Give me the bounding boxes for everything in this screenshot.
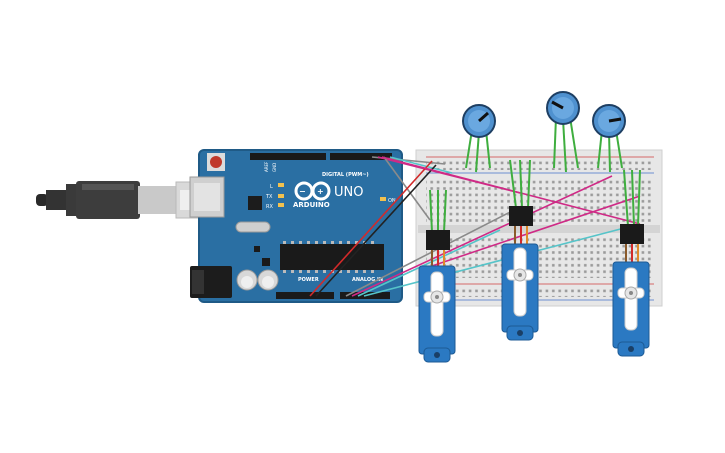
brand-label: ARDUINO: [293, 201, 330, 209]
svg-text:−: −: [299, 187, 306, 196]
servo-1[interactable]: [418, 265, 456, 363]
led-rx-label: RX: [266, 204, 273, 210]
arduino-logo: − +: [294, 181, 331, 201]
led-l-label: L: [270, 184, 273, 190]
servo-connector-1[interactable]: [426, 230, 450, 250]
servo-connector-2[interactable]: [509, 206, 533, 226]
potentiometer-1[interactable]: [462, 104, 496, 173]
knob-indicator: [608, 117, 622, 123]
servo-connector-3[interactable]: [620, 224, 644, 244]
power-header[interactable]: [276, 292, 334, 299]
servo-2[interactable]: [501, 243, 539, 341]
arduino-uno-board[interactable]: L TX RX ON AREF GND − + ARDUINO UNO DIGI…: [189, 149, 403, 303]
power-label: POWER: [298, 277, 319, 283]
potentiometer-2[interactable]: [546, 91, 580, 173]
aref-label: AREF: [264, 161, 269, 172]
on-label: ON: [388, 198, 396, 204]
led-tx-label: TX: [265, 194, 273, 200]
svg-text:+: +: [317, 187, 324, 196]
usb-cable[interactable]: [36, 181, 203, 219]
analog-label: ANALOG IN: [352, 277, 383, 283]
potentiometer-3[interactable]: [592, 104, 626, 173]
green-jumpers[interactable]: [429, 159, 641, 233]
knob-indicator: [551, 100, 564, 110]
gnd-label: GND: [272, 163, 277, 172]
servo-3[interactable]: [612, 261, 650, 357]
digital-header-right[interactable]: [330, 153, 392, 160]
digital-label: DIGITAL (PWM~): [322, 172, 369, 178]
wires[interactable]: [309, 156, 641, 297]
digital-header-left[interactable]: [250, 153, 326, 160]
knob-indicator: [478, 111, 489, 123]
model-label: UNO: [334, 185, 363, 200]
reset-button[interactable]: [210, 156, 222, 168]
